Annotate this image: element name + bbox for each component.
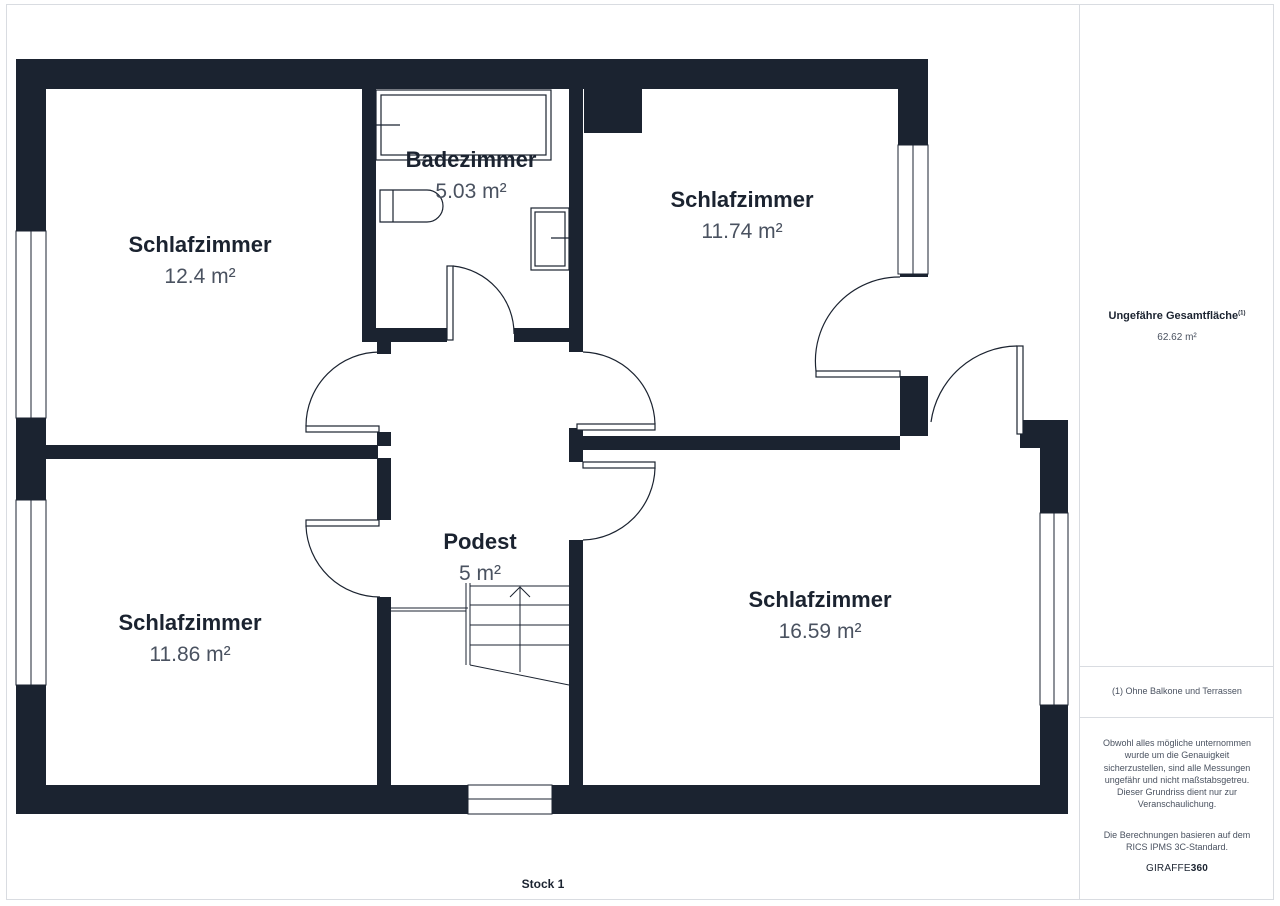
brand-number: 360 [1190, 863, 1209, 874]
room-area: 12.4 m² [164, 265, 235, 288]
door-bedroom-3 [576, 423, 656, 431]
sidebar-divider [1080, 717, 1274, 718]
sink [530, 207, 570, 271]
room-name: Schlafzimmer [748, 587, 891, 612]
door-bath [446, 265, 454, 341]
door-bedroom-3-outer [815, 370, 901, 378]
door-bedroom-6 [582, 461, 656, 469]
walls [16, 59, 1068, 814]
room-labels: Schlafzimmer 12.4 m² Badezimmer 5.03 m² … [118, 147, 891, 666]
floor-plan: Schlafzimmer 12.4 m² Badezimmer 5.03 m² … [15, 59, 1069, 815]
total-area-value: 62.62 m² [1157, 332, 1197, 343]
room-name: Badezimmer [406, 147, 537, 172]
windows [15, 144, 1069, 815]
brand-logo: GIRAFFE360 [1080, 863, 1274, 874]
doors [305, 265, 1024, 598]
door-bedroom-1 [305, 425, 380, 433]
toilet [379, 189, 444, 223]
brand-name: GIRAFFE [1145, 863, 1191, 874]
room-area: 5 m² [459, 562, 501, 585]
bath-fixtures [375, 89, 570, 271]
room-area: 5.03 m² [435, 180, 506, 203]
door-exterior [1016, 345, 1024, 435]
room-name: Schlafzimmer [128, 232, 271, 257]
sidebar-divider [1080, 666, 1274, 667]
disclaimer-text: Obwohl alles mögliche unternommen wurde … [1102, 738, 1252, 810]
room-area: 11.86 m² [149, 643, 230, 666]
total-area-label-text: Ungefähre Gesamtfläche [1108, 310, 1239, 322]
info-sidebar: Ungefähre Gesamtfläche(1) 62.62 m² (1) O… [1079, 4, 1274, 900]
total-area-label: Ungefähre Gesamtfläche(1) [1080, 310, 1274, 322]
floor-label: Stock 1 [521, 877, 565, 891]
room-area: 11.74 m² [701, 220, 782, 243]
room-name: Podest [443, 529, 517, 554]
calculation-basis-text: Die Berechnungen basieren auf dem RICS I… [1103, 830, 1251, 853]
footnote-text: (1) Ohne Balkone und Terrassen [1112, 686, 1242, 696]
footnote-marker: (1) [1238, 310, 1246, 317]
room-area: 16.59 m² [779, 620, 862, 643]
door-bedroom-4 [305, 519, 380, 527]
stairs [391, 583, 570, 686]
page-frame [6, 4, 1274, 900]
room-name: Schlafzimmer [670, 187, 813, 212]
room-name: Schlafzimmer [118, 610, 261, 635]
